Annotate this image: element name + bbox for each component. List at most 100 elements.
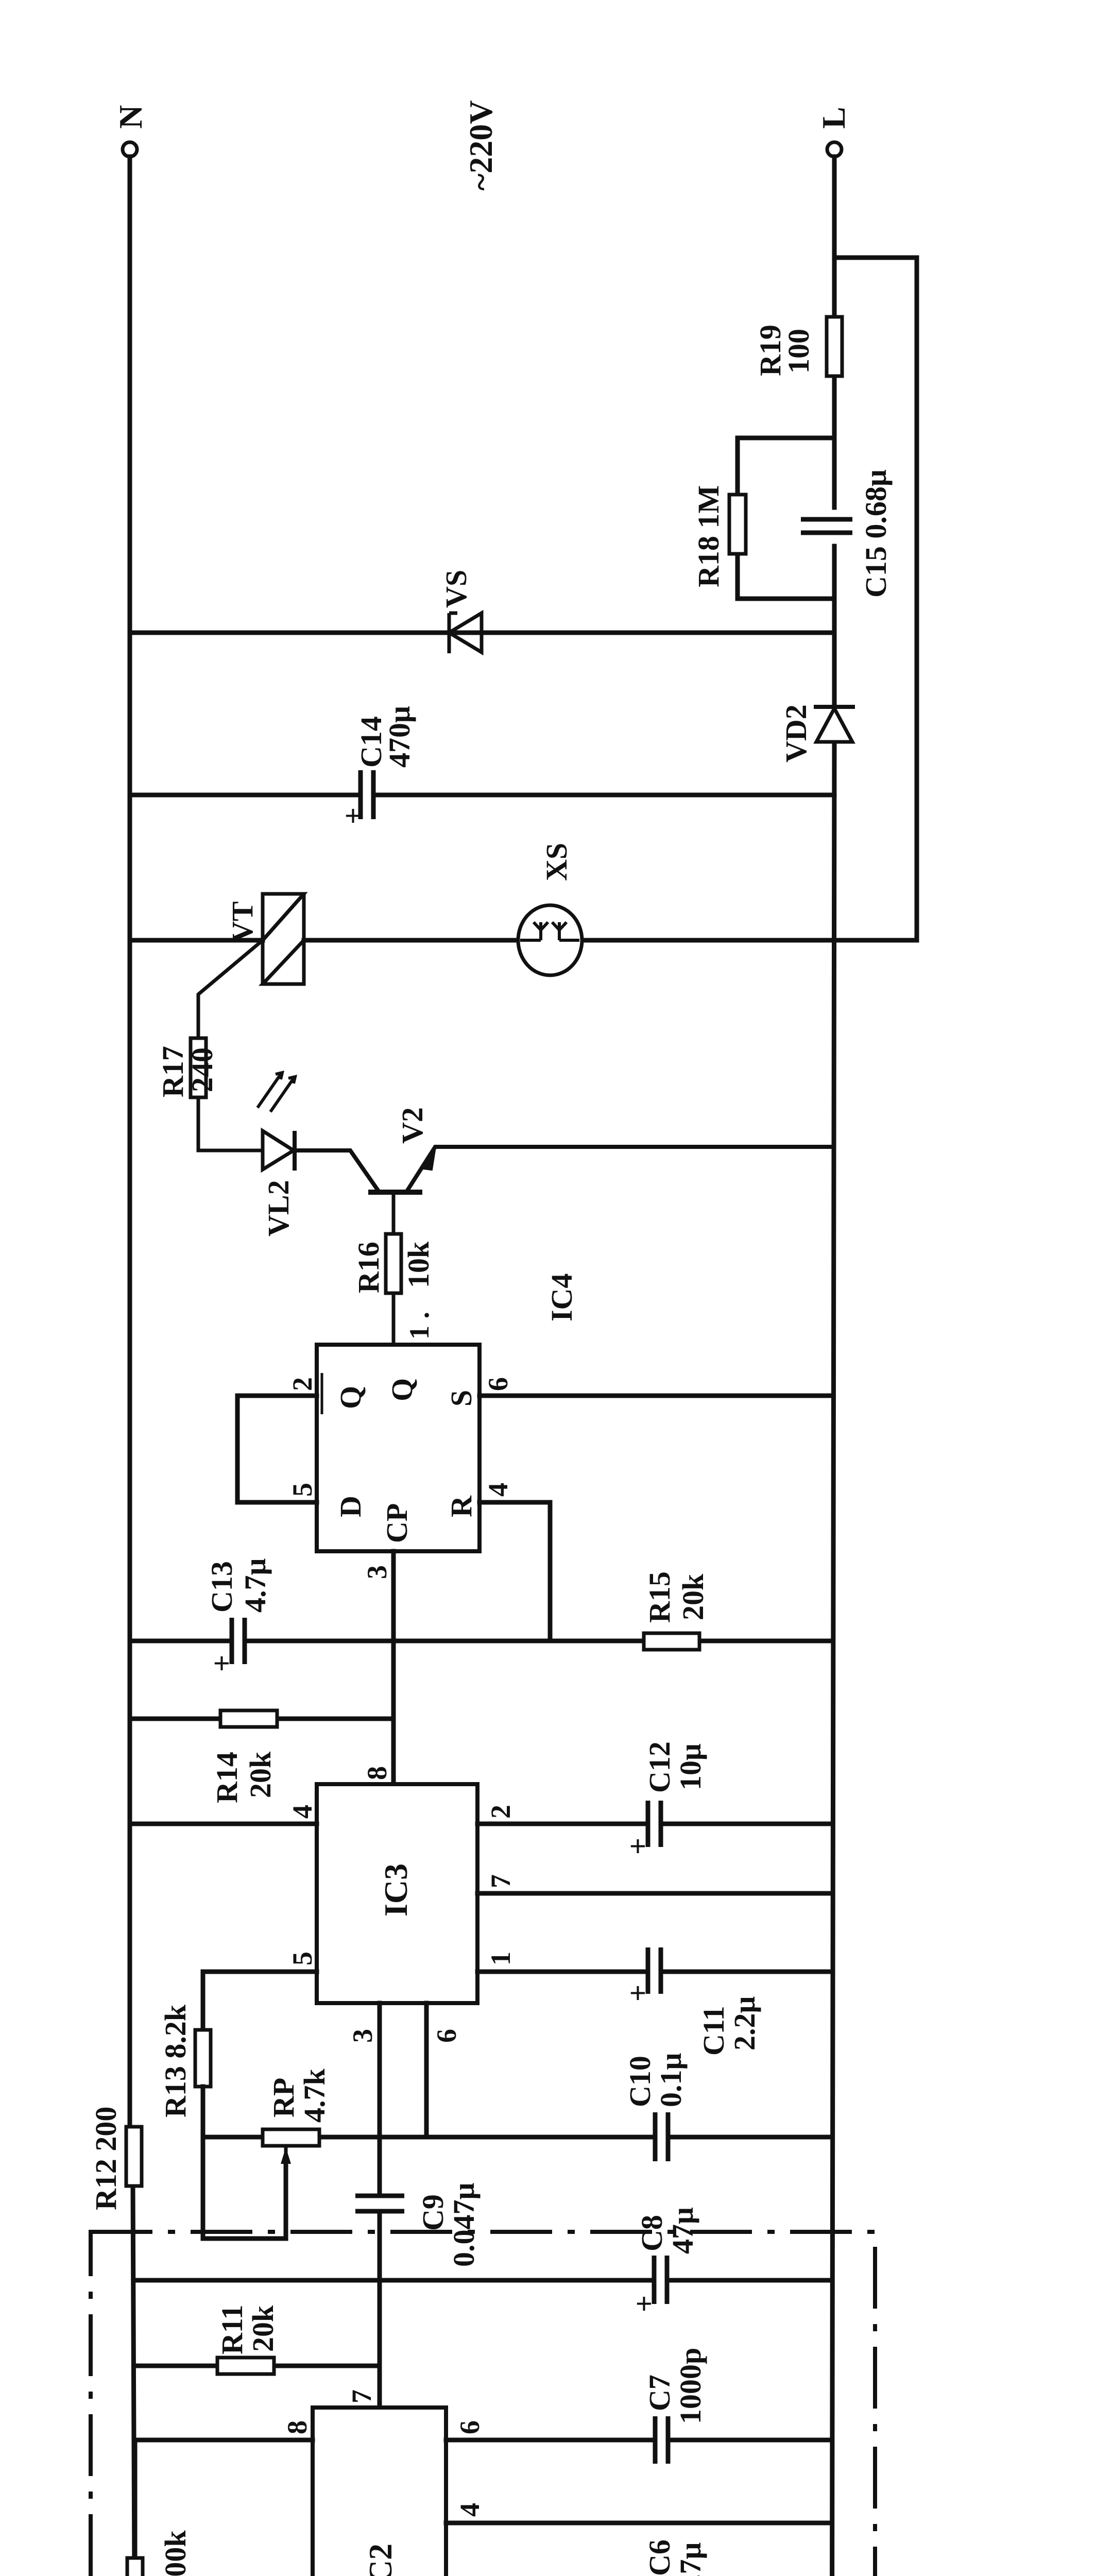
xs-ref: XS	[540, 843, 573, 881]
ic4-pin-r-label: R	[444, 1495, 478, 1517]
ic3-pin-8-num: 8	[362, 1766, 392, 1780]
ic3-pin-7-num: 7	[485, 1874, 516, 1888]
c6-value: 4.7μ	[674, 2543, 707, 2576]
terminal-n: N	[112, 105, 149, 159]
ic4-pin-d-label: D	[334, 1496, 367, 1517]
r17-value: 240	[185, 1047, 219, 1092]
resistor-r15: R15 20k	[642, 1571, 710, 1652]
ic4-pin-cp-label: CP	[380, 1503, 414, 1543]
ic4-pin-1-label: 1 .	[404, 1312, 435, 1340]
c11-plus: +	[621, 1985, 655, 2002]
live-rail	[830, 154, 837, 2576]
r13-label: R13 8.2k	[159, 2004, 192, 2117]
ic3-pin5-wire	[200, 1969, 319, 2032]
ic4-r-wire	[477, 1500, 553, 1643]
ic3-ref: IC3	[378, 1863, 414, 1917]
ic2-pin-7-num: 7	[346, 2389, 377, 2403]
c13-ref: C13	[205, 1561, 238, 1613]
terminal-l: L	[815, 107, 852, 159]
c15-label: C15 0.68μ	[859, 469, 893, 598]
c8-plus: +	[627, 2295, 661, 2312]
ic4-qbar-d-loop	[235, 1393, 319, 1505]
v2-ref: V2	[396, 1107, 429, 1144]
c14-plus: +	[336, 807, 370, 824]
r19-ref: R19	[754, 325, 787, 376]
r16-ref: R16	[352, 1242, 385, 1293]
c14-ref: C14	[354, 716, 388, 768]
ic4-ref: IC4	[545, 1274, 578, 1321]
c7-value: 1000p	[674, 2348, 707, 2424]
ic3-pin-5-num: 5	[287, 1952, 318, 1965]
r14-value: 20k	[244, 1751, 277, 1798]
ic4-pin-4-num: 4	[483, 1483, 513, 1497]
ic4-pin-6-num: 6	[483, 1377, 513, 1391]
ic2-pin5-wire	[132, 2437, 138, 2561]
vt-ref: VT	[226, 901, 259, 943]
ic2-pin-8-num: 8	[282, 2420, 313, 2434]
transistor-v2: V2	[299, 1107, 832, 1234]
c13-plus: +	[205, 1655, 238, 1672]
c13-value: 4.7μ	[238, 1558, 272, 1613]
triac-vt: VT	[226, 892, 308, 986]
ic4-pin-2-num: 2	[287, 1377, 318, 1391]
vl2-ref: VL2	[262, 1180, 295, 1236]
r11-value: 20k	[246, 2305, 280, 2352]
ic2-chip: IC2 8 7 6 4 3 2 5 1	[282, 2389, 485, 2576]
rp-ref: RP	[267, 2078, 300, 2117]
ic4-flip-flop: IC4 Q Q S D CP R 2 5 6 4 3	[287, 1274, 578, 1579]
c6-ref: C6	[643, 2539, 676, 2576]
resistor-r11: R11 20k	[215, 2304, 280, 2376]
diode-vd2: VD2	[779, 704, 855, 762]
ic3-pin-6-num: 6	[431, 2029, 462, 2043]
rp-wire	[200, 2084, 834, 2241]
r15-value: 20k	[676, 1573, 710, 1620]
resistor-r12: R12 200	[89, 2107, 144, 2210]
resistor-r17: R17 240	[156, 1036, 219, 1099]
r19-value: 100	[782, 329, 815, 374]
r18-wire	[735, 435, 837, 601]
resistor-r19: R19 100	[754, 315, 844, 378]
capacitor-c14: + C14 470μ	[336, 706, 416, 824]
r10-label: R10 200k	[159, 2530, 192, 2576]
socket-return-wire	[832, 255, 919, 943]
capacitor-c12: + C12 10μ	[621, 1741, 707, 1855]
ic2-ref: IC2	[362, 2544, 399, 2576]
c7-ref: C7	[643, 2375, 676, 2411]
ic2-pin-6-num: 6	[454, 2420, 485, 2434]
ic4-pin-q-label: Q	[385, 1378, 419, 1401]
r12-label: R12 200	[89, 2107, 123, 2210]
resistor-r18: R18 1M	[692, 485, 748, 587]
capacitor-c15: C15 0.68μ	[801, 469, 893, 598]
capacitor-c8: + C8 47μ	[627, 2207, 699, 2312]
neutral-rail	[127, 154, 137, 2576]
r14-ref: R14	[210, 1752, 244, 1803]
r16-value: 10k	[402, 1241, 435, 1288]
ic3-pin-3-num: 3	[347, 2029, 378, 2043]
capacitor-c13: + C13 4.7μ	[205, 1558, 272, 1672]
terminal-n-label: N	[112, 105, 149, 129]
capacitor-c7: C7 1000p	[643, 2348, 707, 2464]
c9-ref: C9	[416, 2194, 450, 2231]
c12-ref: C12	[643, 1741, 676, 1793]
ic4-pin-3-num: 3	[362, 1565, 392, 1579]
ic4-pin-s-label: S	[444, 1390, 478, 1406]
r11-ref: R11	[215, 2304, 249, 2354]
ic4-pin-qbar-label: Q	[334, 1386, 367, 1409]
socket-xs: XS	[516, 843, 584, 977]
r18-label: R18 1M	[692, 485, 725, 587]
resistor-r16: R16 10k 1 .	[352, 1232, 435, 1345]
rp-value: 4.7k	[298, 2069, 331, 2123]
ic3-chip: IC3 8 4 5 2 7 1 3 6	[287, 1766, 516, 2043]
gate-wire	[196, 939, 264, 1153]
ic3-pin-2-num: 2	[485, 1805, 516, 1819]
led-vl2: VL2	[256, 1070, 299, 1236]
capacitor-c10: C10 0.1μ	[623, 2053, 688, 2161]
ic3-pin-1-num: 1	[485, 1952, 516, 1965]
c9-value: 0.047μ	[447, 2183, 481, 2267]
capacitor-c9: C9 0.047μ	[355, 2183, 481, 2267]
ic4-pin-5-num: 5	[287, 1483, 318, 1497]
c10-ref: C10	[623, 2056, 657, 2107]
terminal-l-label: L	[815, 107, 852, 129]
module-enclosure-dashed	[89, 2230, 877, 2576]
c11-value: 2.2μ	[728, 1996, 761, 2051]
